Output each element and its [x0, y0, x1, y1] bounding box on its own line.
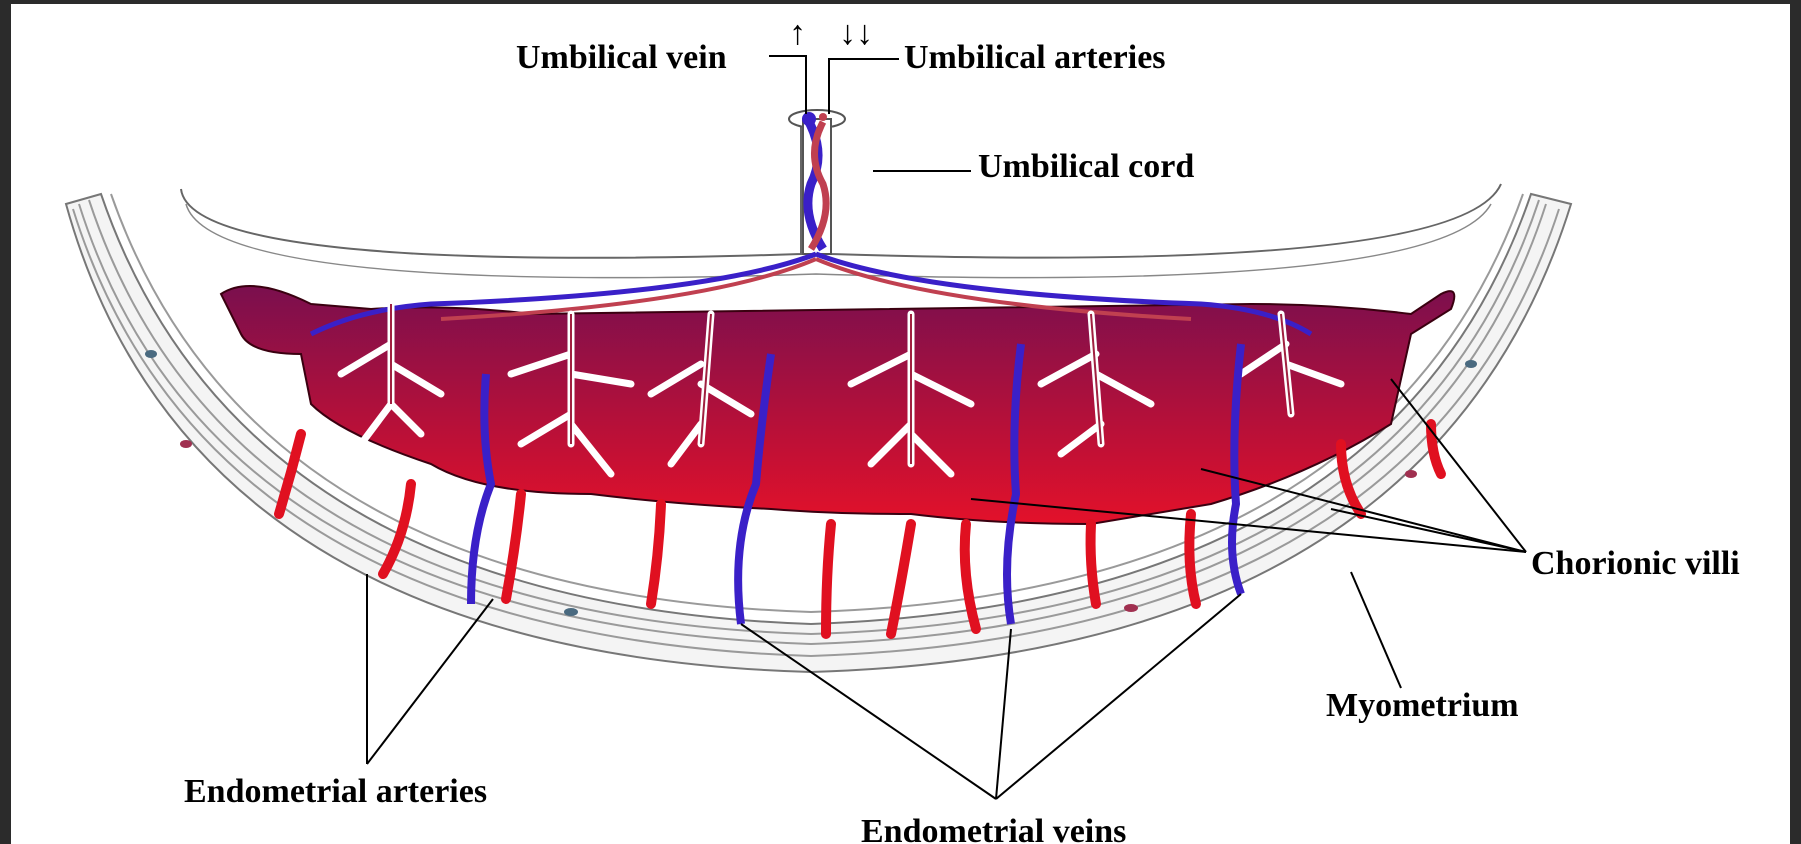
- umbilical-cord: [789, 110, 845, 254]
- label-umbilical-vein: Umbilical vein: [516, 39, 727, 76]
- diagram-canvas: ↑ ↓↓ Umbilical vein Umbilical arteries U…: [11, 4, 1790, 844]
- label-myometrium: Myometrium: [1326, 687, 1519, 724]
- flow-arrow-down: ↓↓: [839, 15, 873, 52]
- chorionic-plate: [181, 124, 1501, 278]
- label-chorionic-villi: Chorionic villi: [1531, 545, 1740, 582]
- flow-arrow-up: ↑: [789, 15, 806, 52]
- label-endometrial-arteries: Endometrial arteries: [184, 773, 487, 810]
- label-umbilical-arteries: Umbilical arteries: [904, 39, 1166, 76]
- placenta-diagram: ↑ ↓↓ Umbilical vein Umbilical arteries U…: [11, 4, 1790, 844]
- label-endometrial-veins: Endometrial veins: [861, 813, 1126, 844]
- label-umbilical-cord: Umbilical cord: [978, 148, 1194, 185]
